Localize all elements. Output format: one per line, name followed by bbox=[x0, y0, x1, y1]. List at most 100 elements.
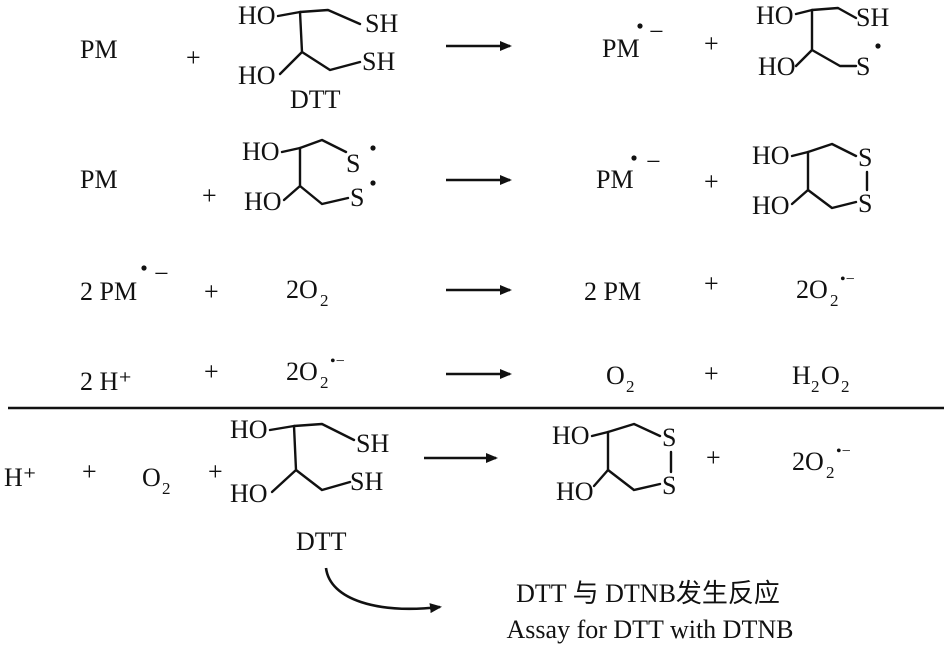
hydroxyl-label: HO bbox=[242, 137, 280, 166]
hydroxyl-label: HO bbox=[758, 52, 796, 81]
superoxide-formula: 2O bbox=[796, 275, 828, 304]
dtt-radical-molecule: HO HO SH S bbox=[756, 1, 889, 81]
plus-sign: + bbox=[208, 457, 223, 486]
radical-dot bbox=[875, 43, 881, 49]
proton-reactant: 2 H⁺ bbox=[80, 367, 132, 396]
hydroxyl-label: HO bbox=[244, 187, 282, 216]
hydroxyl-label: HO bbox=[756, 1, 794, 30]
sulfur-label: S bbox=[662, 471, 676, 500]
ring-bond bbox=[806, 188, 858, 210]
plus-sign: + bbox=[704, 29, 719, 58]
radical-dot bbox=[631, 155, 637, 161]
radical-anion-mark: •− bbox=[330, 353, 345, 370]
sulfur-label: S bbox=[350, 183, 364, 212]
radical-anion-mark: •− bbox=[836, 443, 851, 460]
sulfur-label: S bbox=[346, 149, 360, 178]
backbone-bond bbox=[790, 150, 810, 206]
plus-sign: + bbox=[204, 277, 219, 306]
ring-bond bbox=[606, 468, 662, 492]
dtt-molecule: HO HO SH SH DTT bbox=[238, 1, 398, 114]
curved-arrow bbox=[324, 567, 442, 614]
ring-bond bbox=[790, 142, 858, 158]
cyclic-disulfide-molecule: HO HO S S bbox=[552, 421, 676, 506]
oxygen-formula: O bbox=[606, 361, 625, 390]
anion-minus: − bbox=[154, 259, 169, 288]
backbone-bond bbox=[282, 146, 302, 202]
reaction-row-3: 2 PM − + 2O 2 2 PM + 2O 2 •− bbox=[80, 259, 855, 310]
oxygen-formula: O bbox=[142, 463, 161, 492]
plus-sign: + bbox=[704, 167, 719, 196]
plus-sign: + bbox=[204, 357, 219, 386]
anion-minus: − bbox=[646, 147, 661, 176]
subscript-2: 2 bbox=[320, 291, 329, 310]
dtt-label: DTT bbox=[296, 527, 347, 556]
backbone-bond bbox=[278, 10, 304, 76]
ring-bond bbox=[280, 138, 348, 154]
plus-sign: + bbox=[202, 181, 217, 210]
plus-sign: + bbox=[82, 457, 97, 486]
subscript-2: 2 bbox=[811, 377, 820, 396]
oxygen-symbol: O bbox=[821, 361, 840, 390]
oxygen-formula: 2O bbox=[286, 275, 318, 304]
ring-bond bbox=[590, 422, 662, 438]
hydroxyl-label: HO bbox=[552, 421, 590, 450]
pm-radical-anion: 2 PM − bbox=[80, 259, 169, 306]
chain-bond bbox=[300, 50, 362, 72]
hydroxyl-label: HO bbox=[752, 141, 790, 170]
subscript-2: 2 bbox=[826, 463, 835, 482]
ring-bond bbox=[298, 184, 350, 206]
chain-bond bbox=[276, 8, 362, 26]
hydrogen-symbol: H bbox=[792, 361, 811, 390]
chain-bond bbox=[268, 422, 356, 442]
subscript-2: 2 bbox=[830, 291, 839, 310]
assay-caption-en: Assay for DTT with DTNB bbox=[507, 615, 794, 644]
thiol-label: SH bbox=[350, 467, 383, 496]
radical-anion-mark: •− bbox=[840, 271, 855, 288]
hydroxyl-label: HO bbox=[230, 415, 268, 444]
pm-product: PM bbox=[602, 34, 640, 63]
superoxide-formula: 2O bbox=[286, 357, 318, 386]
hydrogen-peroxide-product: H 2 O 2 bbox=[792, 361, 850, 396]
anion-minus: − bbox=[649, 17, 664, 46]
superoxide-product: 2O 2 •− bbox=[796, 271, 855, 310]
oxygen-product: O 2 bbox=[606, 361, 635, 396]
proton-reactant: H⁺ bbox=[4, 463, 37, 492]
subscript-2: 2 bbox=[162, 479, 171, 498]
reaction-row-1: PM + HO HO SH SH DTT PM − + HO HO SH S bbox=[80, 1, 889, 114]
radical-dot bbox=[370, 145, 376, 151]
oxygen-reactant: 2O 2 bbox=[286, 275, 329, 310]
sulfur-label: S bbox=[858, 189, 872, 218]
hydroxyl-label: HO bbox=[238, 1, 276, 30]
hydroxyl-label: HO bbox=[556, 477, 594, 506]
hydroxyl-label: HO bbox=[238, 61, 276, 90]
backbone-bond bbox=[794, 8, 814, 68]
dtt-label: DTT bbox=[290, 85, 341, 114]
pm-product: 2 PM bbox=[584, 277, 641, 306]
plus-sign: + bbox=[704, 269, 719, 298]
thiol-label: SH bbox=[356, 429, 389, 458]
pm-reactant: PM bbox=[80, 35, 118, 64]
chain-bond bbox=[810, 48, 858, 68]
reaction-row-4: 2 H⁺ + 2O 2 •− O 2 + H 2 O 2 bbox=[80, 353, 850, 396]
backbone-bond bbox=[270, 424, 298, 494]
subscript-2: 2 bbox=[841, 377, 850, 396]
assay-caption-cn: DTT 与 DTNB发生反应 bbox=[516, 579, 780, 608]
pm-radical-anion: PM − bbox=[596, 147, 661, 194]
pm-reactant: 2 PM bbox=[80, 277, 137, 306]
assay-caption: DTT 与 DTNB发生反应 Assay for DTT with DTNB bbox=[507, 579, 794, 644]
subscript-2: 2 bbox=[626, 377, 635, 396]
chain-bond bbox=[794, 6, 858, 20]
dtt-diradical-molecule: HO HO S S bbox=[242, 137, 376, 216]
reaction-row-2: PM + HO HO S S PM − + HO HO S S bbox=[80, 137, 872, 220]
plus-sign: + bbox=[706, 443, 721, 472]
radical-dot bbox=[370, 180, 376, 186]
oxygen-reactant: O 2 bbox=[142, 463, 171, 498]
hydroxyl-label: HO bbox=[230, 479, 268, 508]
pm-reactant: PM bbox=[80, 165, 118, 194]
superoxide-formula: 2O bbox=[792, 447, 824, 476]
subscript-2: 2 bbox=[320, 373, 329, 392]
thiol-label: SH bbox=[365, 9, 398, 38]
radical-dot bbox=[141, 265, 147, 271]
